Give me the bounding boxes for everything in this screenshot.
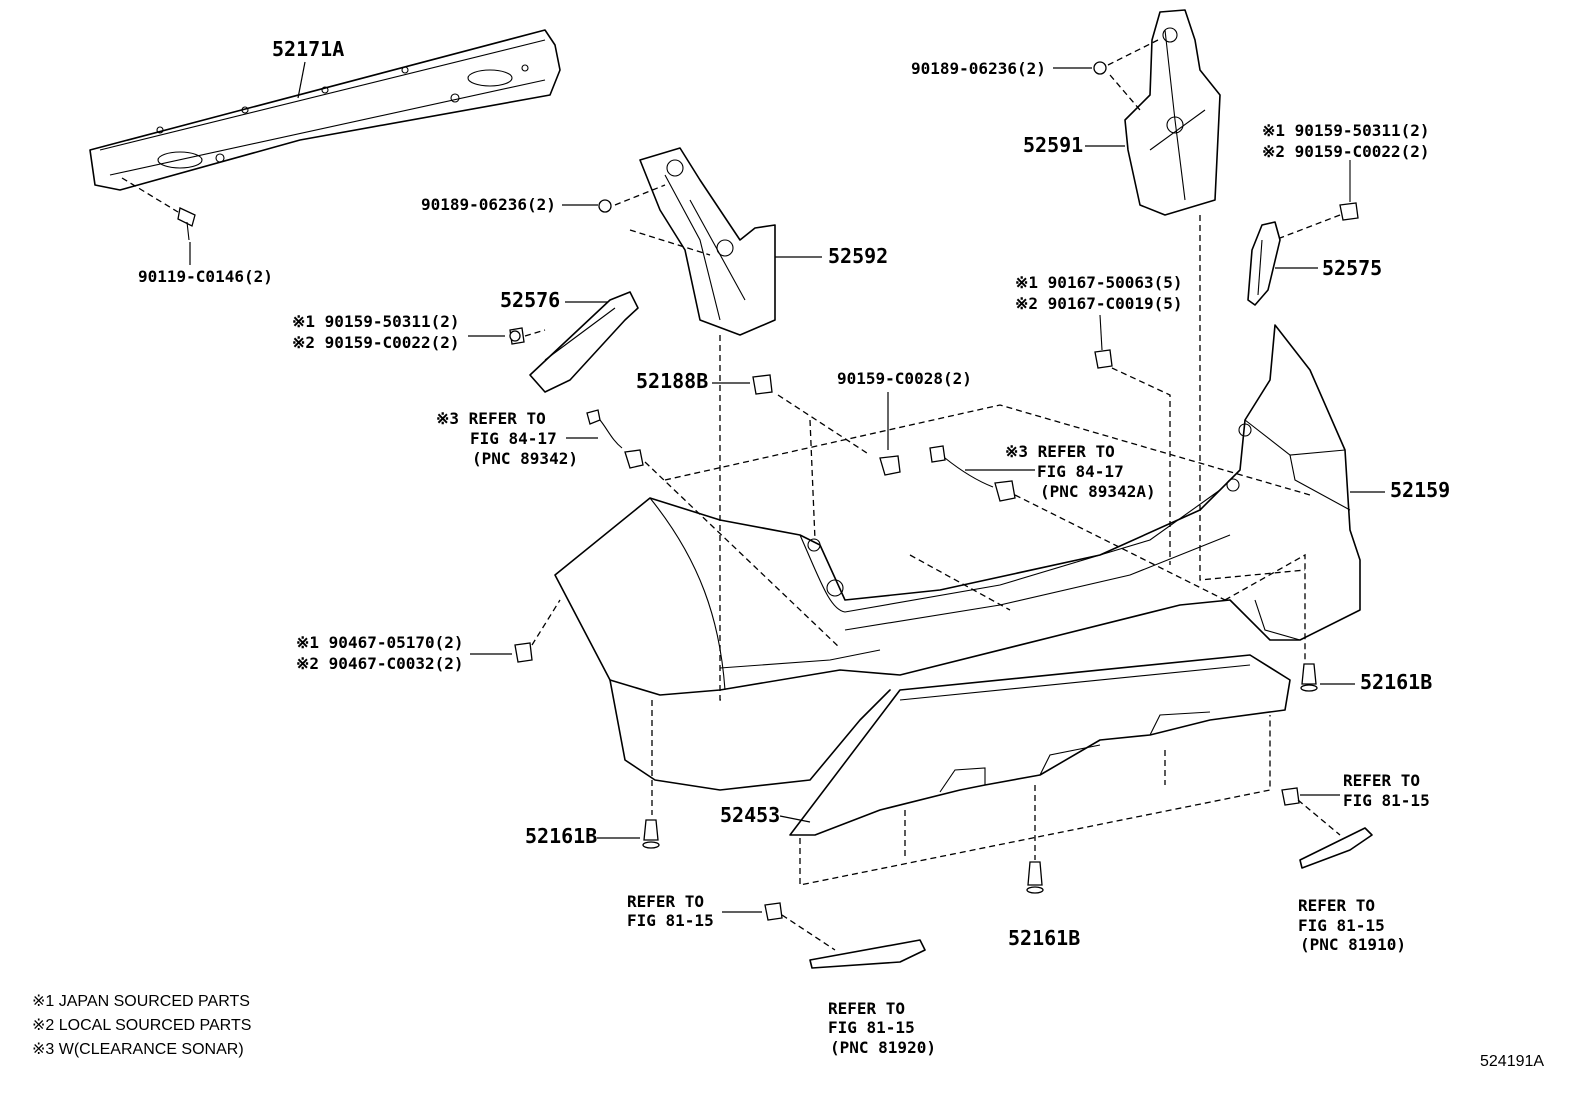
label-90159-50311-left: ※1 90159-50311(2) bbox=[292, 312, 460, 331]
sonar-sensor-right bbox=[929, 445, 1016, 502]
label-52576: 52576 bbox=[500, 288, 560, 312]
label-ref-fig-left-1: REFER TO bbox=[627, 892, 704, 911]
label-ref-fig-bottom-3: (PNC 81920) bbox=[830, 1038, 936, 1057]
clip-52188B bbox=[752, 374, 773, 395]
label-52575: 52575 bbox=[1322, 256, 1382, 280]
label-52188B: 52188B bbox=[636, 369, 708, 393]
label-90189-left: 90189-06236(2) bbox=[421, 195, 556, 214]
label-52159: 52159 bbox=[1390, 478, 1450, 502]
left-bumper-bracket bbox=[639, 147, 776, 336]
label-52453: 52453 bbox=[720, 803, 780, 827]
screw-reflector-right bbox=[1281, 787, 1300, 806]
label-52592: 52592 bbox=[828, 244, 888, 268]
clip-90159-right bbox=[1339, 160, 1359, 221]
label-ref-fig-bottom-1: REFER TO bbox=[828, 999, 905, 1018]
label-ref3-left-1: ※3 REFER TO bbox=[436, 409, 546, 428]
rear-bumper-lower-garnish bbox=[789, 654, 1291, 836]
label-52591: 52591 bbox=[1023, 133, 1083, 157]
label-90159-C0022-left: ※2 90159-C0022(2) bbox=[292, 333, 460, 352]
clip-52161B-center bbox=[1026, 861, 1044, 894]
screw-90159-C0028 bbox=[879, 455, 901, 476]
clip-52161B-left bbox=[642, 819, 660, 849]
screw-90167 bbox=[1094, 314, 1113, 369]
sonar-sensor-left bbox=[586, 409, 644, 469]
label-90467-05170: ※1 90467-05170(2) bbox=[296, 633, 464, 652]
figure-id: 524191A bbox=[1480, 1053, 1544, 1070]
label-ref-fig-right-3: (PNC 81910) bbox=[1300, 935, 1406, 954]
label-ref3-right-2: FIG 84-17 bbox=[1037, 462, 1124, 481]
clip-90159-left bbox=[509, 327, 525, 345]
label-90119-C0146: 90119-C0146(2) bbox=[138, 267, 273, 286]
clip-52161B-right bbox=[1300, 663, 1318, 692]
rear-bumper-cover bbox=[554, 324, 1361, 791]
nut-90189-right bbox=[1093, 61, 1107, 75]
label-90159-C0028: 90159-C0028(2) bbox=[837, 369, 972, 388]
label-52161B-left: 52161B bbox=[525, 824, 597, 848]
right-retainer-52575 bbox=[1247, 221, 1281, 306]
label-52161B-right: 52161B bbox=[1360, 670, 1432, 694]
label-90189-right: 90189-06236(2) bbox=[911, 59, 1046, 78]
reflector-left bbox=[809, 939, 926, 969]
label-90159-C0022-right: ※2 90159-C0022(2) bbox=[1262, 142, 1430, 161]
label-52171A: 52171A bbox=[272, 37, 344, 61]
label-52161B-center: 52161B bbox=[1008, 926, 1080, 950]
label-90167-50063: ※1 90167-50063(5) bbox=[1015, 273, 1183, 292]
screw-reflector-left bbox=[764, 902, 783, 921]
rear-bumper-reinforcement bbox=[89, 29, 561, 191]
label-ref3-right-3: (PNC 89342A) bbox=[1040, 482, 1156, 501]
reflector-right bbox=[1299, 827, 1373, 869]
label-ref3-left-3: (PNC 89342) bbox=[472, 449, 578, 468]
right-bumper-bracket bbox=[1124, 9, 1221, 216]
label-ref-fig-right-top-2: FIG 81-15 bbox=[1343, 791, 1430, 810]
label-ref-fig-right-1: REFER TO bbox=[1298, 896, 1375, 915]
legend-note-3: ※3 W(CLEARANCE SONAR) bbox=[32, 1041, 244, 1058]
label-ref3-right-1: ※3 REFER TO bbox=[1005, 442, 1115, 461]
nut-90189-left bbox=[598, 199, 612, 213]
legend-note-1: ※1 JAPAN SOURCED PARTS bbox=[32, 993, 250, 1010]
label-ref-fig-right-top-1: REFER TO bbox=[1343, 771, 1420, 790]
label-ref-fig-right-2: FIG 81-15 bbox=[1298, 916, 1385, 935]
label-90159-50311-right: ※1 90159-50311(2) bbox=[1262, 121, 1430, 140]
label-90467-C0032: ※2 90467-C0032(2) bbox=[296, 654, 464, 673]
label-ref-fig-bottom-2: FIG 81-15 bbox=[828, 1018, 915, 1037]
bolt-90119 bbox=[177, 207, 196, 241]
label-ref3-left-2: FIG 84-17 bbox=[470, 429, 557, 448]
label-90167-C0019: ※2 90167-C0019(5) bbox=[1015, 294, 1183, 313]
label-ref-fig-left-2: FIG 81-15 bbox=[627, 911, 714, 930]
left-retainer-52576 bbox=[529, 291, 639, 393]
screw-90467 bbox=[514, 642, 533, 663]
legend-note-2: ※2 LOCAL SOURCED PARTS bbox=[32, 1017, 251, 1034]
